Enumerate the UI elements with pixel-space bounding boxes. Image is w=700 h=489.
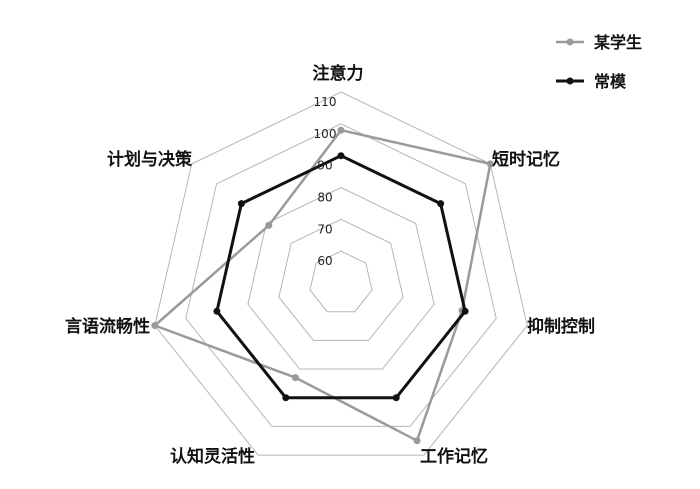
- tick-label-100: 100: [314, 127, 337, 141]
- grid-ring-60: [309, 250, 373, 313]
- grid-ring-80: [247, 186, 435, 370]
- axis-label-0: 注意力: [313, 63, 364, 84]
- legend-label-1: 常模: [594, 72, 627, 91]
- series-1-point-4: [282, 394, 290, 402]
- series-0-point-0: [337, 126, 345, 134]
- series-0-point-6: [265, 221, 273, 229]
- tick-label-70: 70: [317, 222, 332, 236]
- series-1-point-6: [237, 200, 245, 208]
- axis-label-1: 短时记忆: [492, 149, 560, 170]
- series-1: [213, 152, 469, 402]
- series-0-point-1: [486, 160, 494, 168]
- grid-ring-70: [278, 218, 404, 341]
- axis-label-3: 工作记忆: [420, 446, 488, 467]
- series-0-point-5: [151, 322, 159, 329]
- legend-item-1: 常模: [556, 72, 627, 91]
- tick-label-60: 60: [317, 254, 332, 268]
- axis-label-2: 抑制控制: [527, 316, 595, 337]
- series-1-point-3: [392, 394, 400, 402]
- series-1-point-1: [437, 200, 445, 208]
- grid-ring-100: [185, 123, 497, 427]
- legend: 某学生 常模: [556, 33, 642, 91]
- axis-label-5: 言语流畅性: [65, 316, 150, 337]
- axis-labels: 注意力 短时记忆 抑制控制 工作记忆 认知灵活性 言语流畅性 计划与决策: [65, 63, 595, 467]
- series-0-point-4: [291, 374, 299, 382]
- legend-marker-0: [566, 38, 574, 46]
- series-1-point-5: [213, 307, 221, 315]
- tick-label-110: 110: [314, 95, 337, 109]
- series-line-1: [215, 154, 467, 400]
- series-line-0: [153, 128, 492, 442]
- tick-label-80: 80: [317, 191, 332, 205]
- grid-ring-110: [154, 91, 528, 456]
- legend-label-0: 某学生: [593, 33, 642, 52]
- radar-series: [151, 126, 494, 445]
- axis-label-6: 计划与决策: [107, 149, 193, 170]
- series-0-point-3: [413, 437, 421, 445]
- series-1-point-2: [461, 307, 469, 315]
- legend-marker-1: [566, 77, 574, 85]
- axis-label-4: 认知灵活性: [170, 446, 255, 467]
- legend-item-0: 某学生: [556, 33, 642, 52]
- series-1-point-0: [337, 152, 345, 160]
